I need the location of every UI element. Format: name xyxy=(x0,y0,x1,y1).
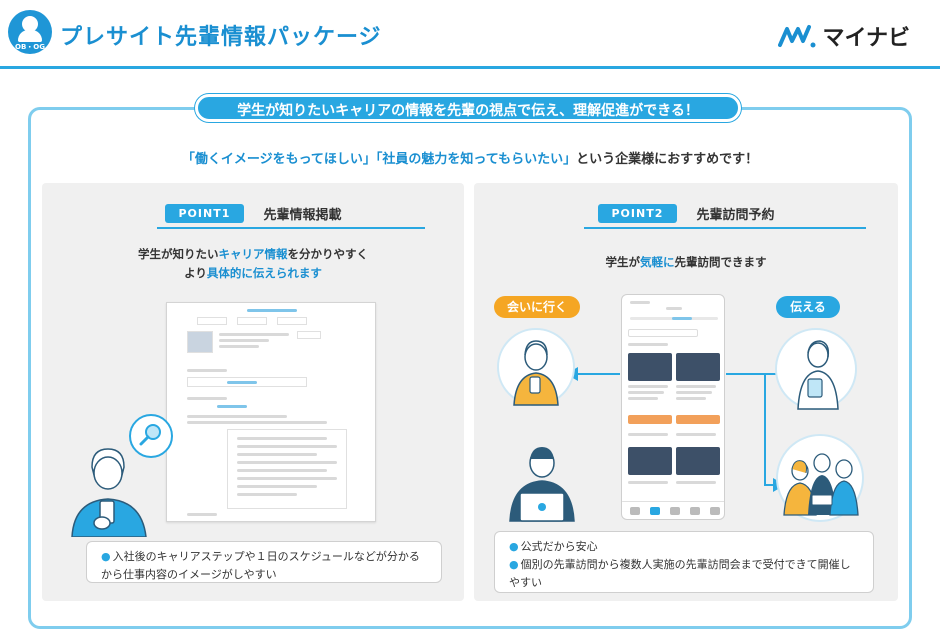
point2-underline xyxy=(584,227,866,229)
arrow-right-line xyxy=(726,373,766,375)
smartphone-app-mock xyxy=(621,294,725,520)
lead-text: 学生が知りたい xyxy=(138,247,219,261)
subtitle: 「働くイメージをもってほしい」「社員の魅力を知ってもらいたい」という企業様におす… xyxy=(0,148,940,167)
lead-text: より xyxy=(184,266,207,280)
point1-title: 先輩情報掲載 xyxy=(263,208,342,223)
bullet-icon: ● xyxy=(101,550,111,563)
page-title: プレサイト先輩情報パッケージ xyxy=(60,25,382,50)
lead-text: 学生が xyxy=(605,255,641,269)
ob-og-badge-icon: OB・OG xyxy=(8,10,52,54)
lead-text: 先輩訪問できます xyxy=(674,255,767,269)
brand-name: マイナビ xyxy=(822,26,910,51)
student-laptop-icon xyxy=(509,447,575,522)
subtitle-highlight: 「働くイメージをもってほしい」「社員の魅力を知ってもらいたい」 xyxy=(181,152,577,167)
arrow-right-top xyxy=(764,373,780,375)
header: OB・OG プレサイト先輩情報パッケージ マイナビ xyxy=(0,0,940,70)
point1-lead: 学生が知りたいキャリア情報を分かりやすく より具体的に伝えられます xyxy=(42,245,464,283)
lead-highlight: 具体的に伝えられます xyxy=(206,266,322,280)
tell-pill: 伝える xyxy=(776,296,840,318)
point2-note2-text: 個別の先輩訪問から複数人実施の先輩訪問会まで受付できて開催しやすい xyxy=(509,558,851,589)
brand-logo: マイナビ xyxy=(778,20,910,52)
mynavi-logo-icon xyxy=(778,25,816,48)
bullet-icon: ● xyxy=(509,540,519,553)
point2-lead: 学生が気軽に先輩訪問できます xyxy=(474,253,898,272)
point2-note: ●公式だから安心 ●個別の先輩訪問から複数人実施の先輩訪問会まで受付できて開催し… xyxy=(494,531,874,593)
senior-group-icon xyxy=(776,434,864,522)
arrow-branch-line xyxy=(764,373,766,485)
senior-woman-tablet-icon xyxy=(775,328,857,410)
visit-pill: 会いに行く xyxy=(494,296,580,318)
lead-highlight: キャリア情報 xyxy=(218,247,288,261)
headline-banner: 学生が知りたいキャリアの情報を先輩の視点で伝え、理解促進ができる！ xyxy=(195,94,741,122)
student-with-phone-icon xyxy=(71,448,147,537)
senior-profile-page-mock xyxy=(166,302,376,522)
point1-underline xyxy=(157,227,425,229)
badge-tag: OB・OG xyxy=(15,43,45,51)
lead-text: を分かりやすく xyxy=(287,247,369,261)
point1-badge: POINT1 xyxy=(164,204,245,223)
magnifier-icon xyxy=(129,414,173,458)
point2-panel: POINT2 先輩訪問予約 学生が気軽に先輩訪問できます 会いに行く 伝える xyxy=(474,183,898,601)
point1-note: ●入社後のキャリアステップや１日のスケジュールなどが分かるから仕事内容のイメージ… xyxy=(86,541,442,583)
arrow-right-bottom xyxy=(764,484,776,486)
point2-title: 先輩訪問予約 xyxy=(696,208,775,223)
bullet-icon: ● xyxy=(509,558,519,571)
student-woman-phone-icon xyxy=(497,328,575,406)
point2-badge: POINT2 xyxy=(597,204,678,223)
point2-note1-text: 公式だから安心 xyxy=(520,540,598,553)
point1-note-text: 入社後のキャリアステップや１日のスケジュールなどが分かるから仕事内容のイメージが… xyxy=(101,550,420,581)
header-divider xyxy=(0,66,940,69)
subtitle-rest: という企業様におすすめです！ xyxy=(576,152,759,167)
lead-highlight: 気軽に xyxy=(640,255,675,269)
point1-panel: POINT1 先輩情報掲載 学生が知りたいキャリア情報を分かりやすく より具体的… xyxy=(42,183,464,601)
arrow-left-line xyxy=(574,373,620,375)
